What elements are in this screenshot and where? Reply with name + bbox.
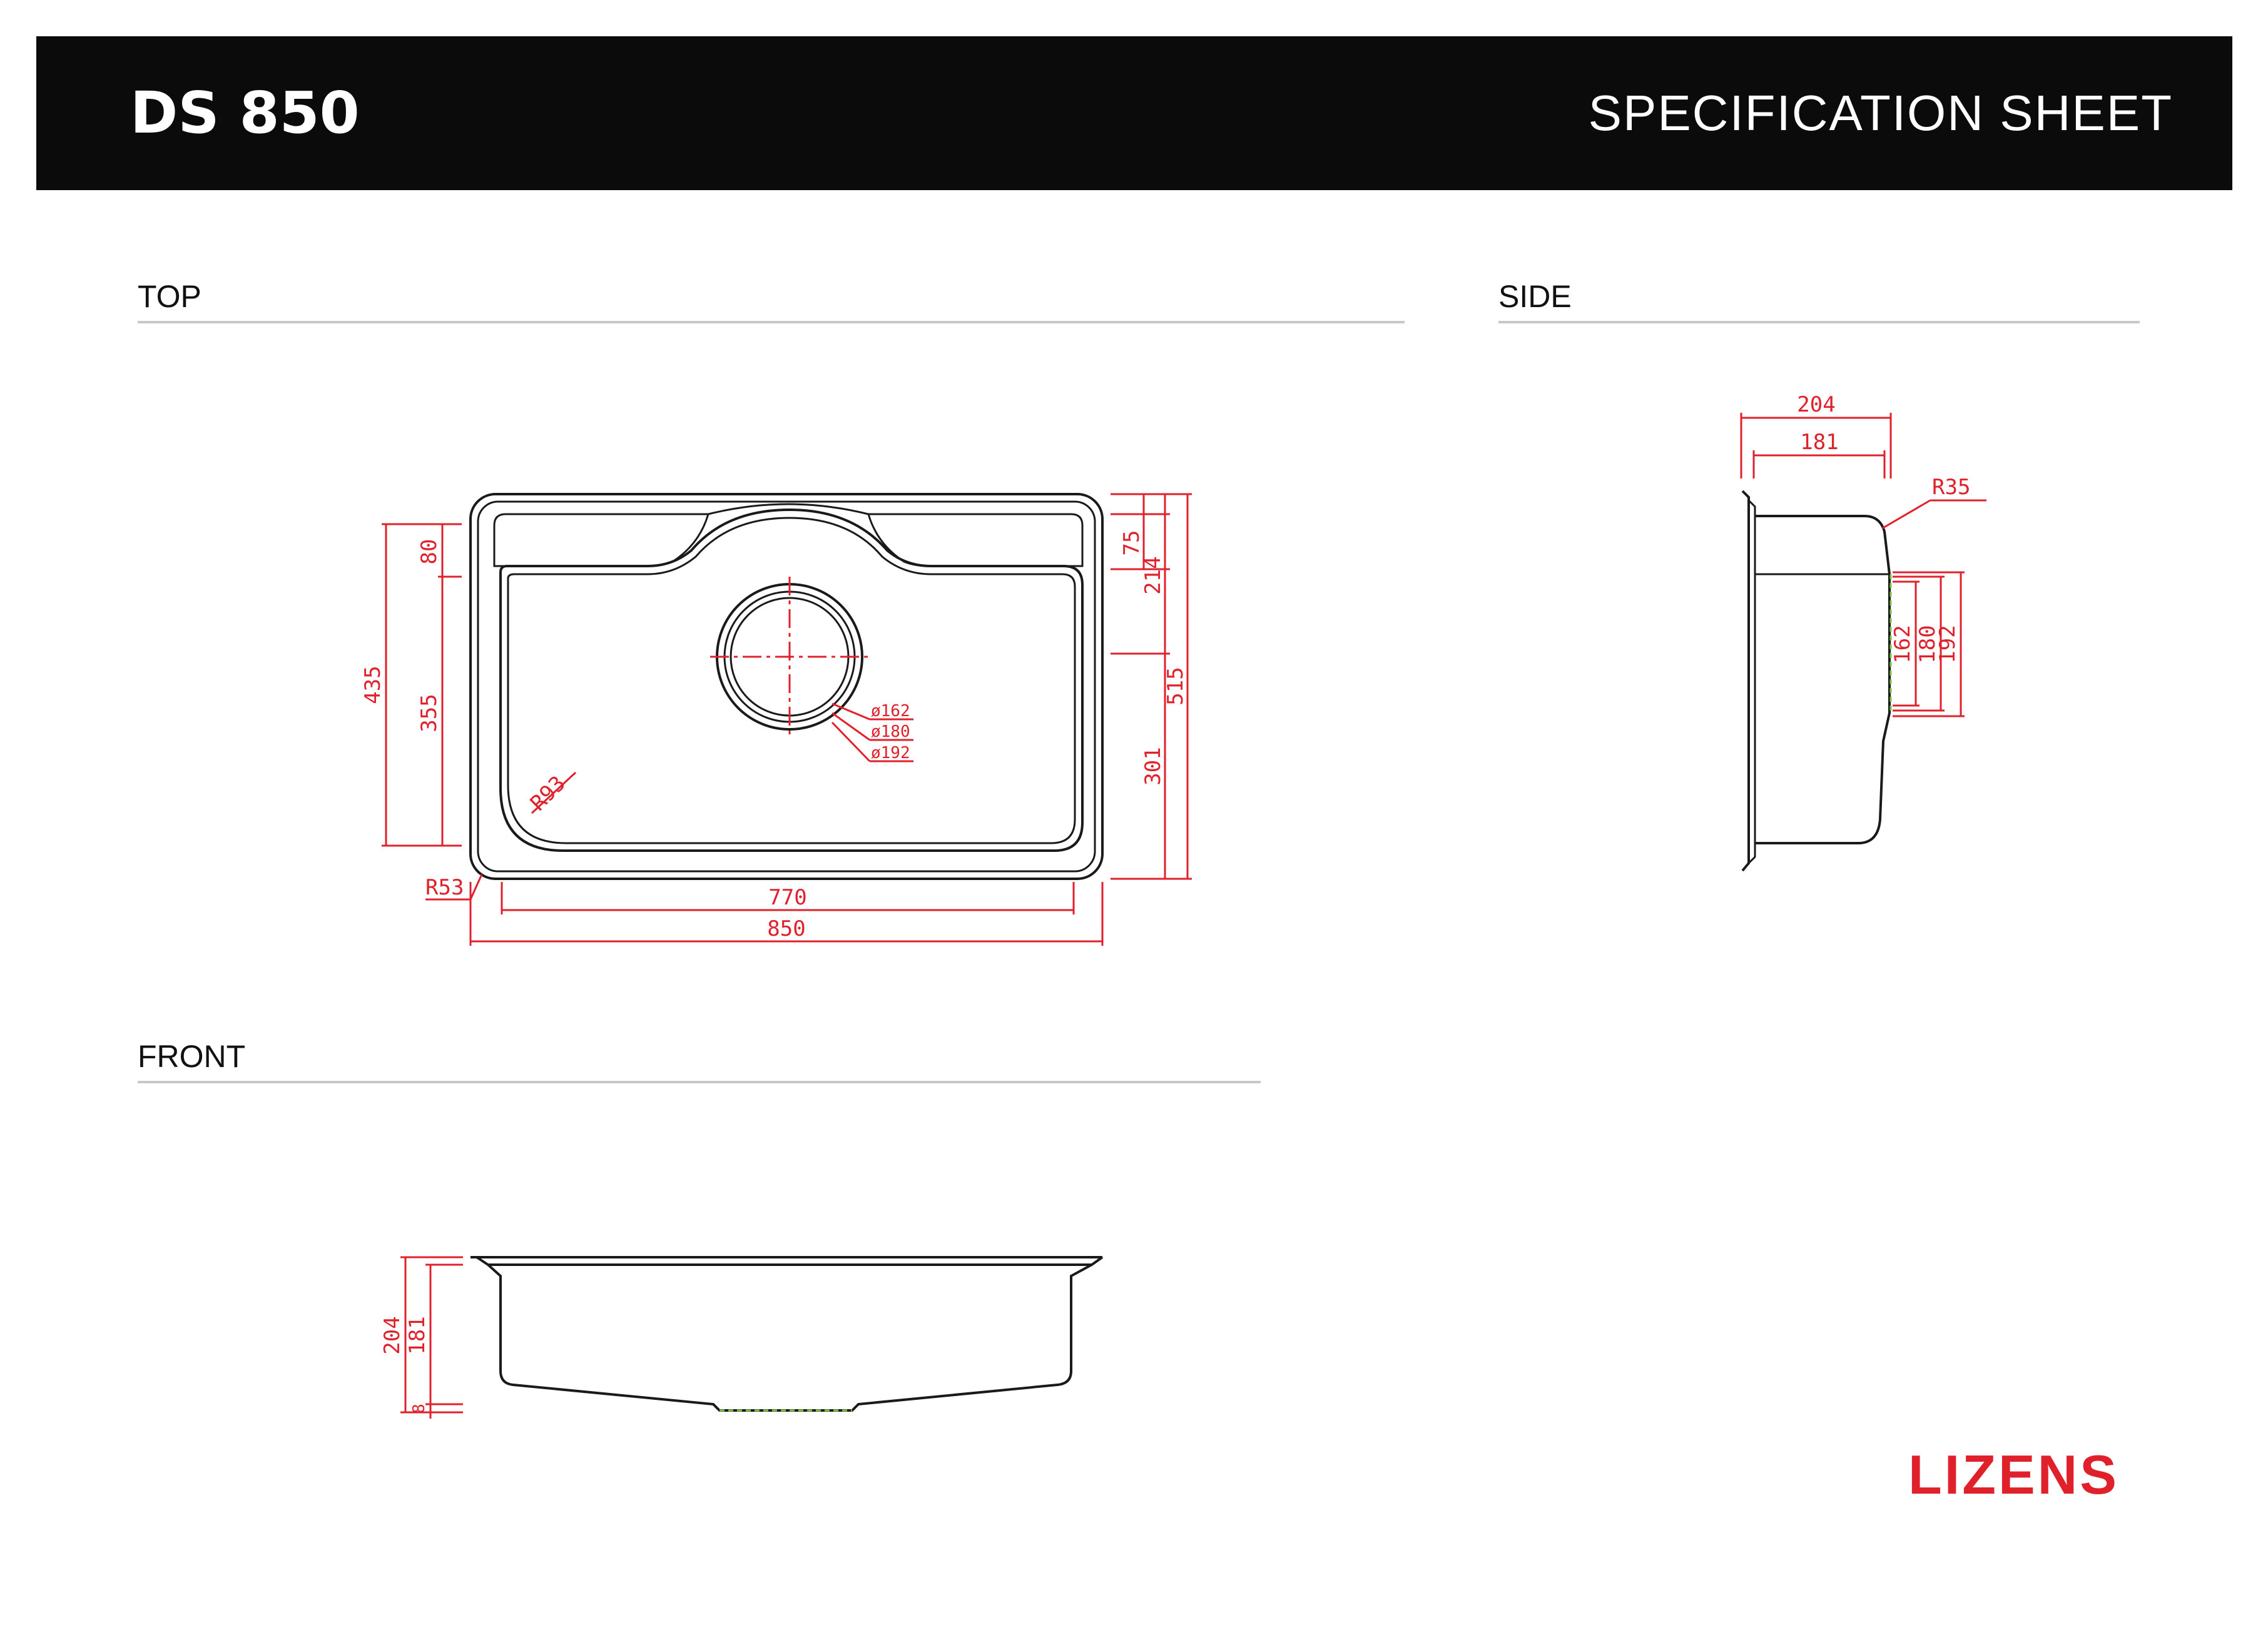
section-title-front: FRONT xyxy=(138,1039,246,1074)
dim-front-181-label: 181 xyxy=(405,1316,430,1354)
dim-850-label: 850 xyxy=(767,916,805,941)
dim-355-label: 355 xyxy=(417,694,442,732)
top-view: 770 850 R53 R93 ø162 ø180 ø192 435 80 35… xyxy=(360,493,1192,946)
dim-side-r35-label: R35 xyxy=(1932,475,1970,500)
lizens-logo: LIZENS xyxy=(1908,1445,2119,1501)
dim-435-label: 435 xyxy=(360,666,385,704)
top-ledge-outline xyxy=(493,513,710,567)
dim-d180-label: ø180 xyxy=(871,722,910,741)
dim-515-label: 515 xyxy=(1163,667,1188,705)
dim-214-label: 214 xyxy=(1141,556,1166,594)
dim-side-181-label: 181 xyxy=(1800,430,1838,455)
dim-80-label: 80 xyxy=(417,539,442,565)
front-flange xyxy=(470,1256,1104,1266)
front-view: 204 181 8 xyxy=(380,1256,1104,1419)
brand-name: LIZENS xyxy=(1908,1445,2119,1501)
sheet-title: SPECIFICATION SHEET xyxy=(1588,85,2173,141)
dim-d162-label: ø162 xyxy=(871,702,910,721)
dim-front-8-label: 8 xyxy=(410,1404,429,1414)
dim-r53-label: R53 xyxy=(425,875,464,900)
section-title-side: SIDE xyxy=(1498,279,1572,314)
model-name: DS 850 xyxy=(130,79,360,146)
top-inner-rim xyxy=(477,500,1096,873)
dim-side-r35-leader xyxy=(1881,499,1931,530)
dim-side-180-label: 180 xyxy=(1915,625,1940,663)
header-bar: DS 850 SPECIFICATION SHEET xyxy=(36,36,2232,190)
top-outer-rim xyxy=(469,493,1104,880)
dim-75-label: 75 xyxy=(1119,530,1144,556)
section-rule-top xyxy=(138,321,1405,323)
dim-d180-leader xyxy=(831,712,870,741)
dim-r53-pointer xyxy=(469,874,483,900)
dim-side-204-label: 204 xyxy=(1797,392,1835,417)
dim-770-label: 770 xyxy=(768,885,806,910)
dim-r93-label: R93 xyxy=(526,771,571,816)
side-flange-inner xyxy=(1747,499,1756,864)
top-bowl-back-curve xyxy=(708,503,869,515)
top-bowl-inner-outline xyxy=(507,517,1076,844)
section-title-top: TOP xyxy=(138,279,201,314)
dim-301-label: 301 xyxy=(1141,747,1166,785)
section-rule-side xyxy=(1498,321,2140,323)
dim-r93-leader xyxy=(531,771,577,814)
section-rule-front xyxy=(138,1081,1261,1083)
dim-front-204-label: 204 xyxy=(380,1316,405,1354)
dim-side-162-label: 162 xyxy=(1890,625,1915,663)
dim-d192-label: ø192 xyxy=(871,744,910,762)
front-bowl-profile xyxy=(487,1263,1092,1412)
dim-side-192-label: 192 xyxy=(1935,625,1960,663)
side-flange xyxy=(1741,490,1750,872)
side-view: 204 181 R35 162 180 192 xyxy=(1740,392,1986,872)
dim-d192-leader xyxy=(831,721,871,762)
dim-d162-leader xyxy=(831,702,870,721)
top-bowl-outline xyxy=(499,508,1084,852)
side-bowl-profile xyxy=(1755,515,1891,844)
